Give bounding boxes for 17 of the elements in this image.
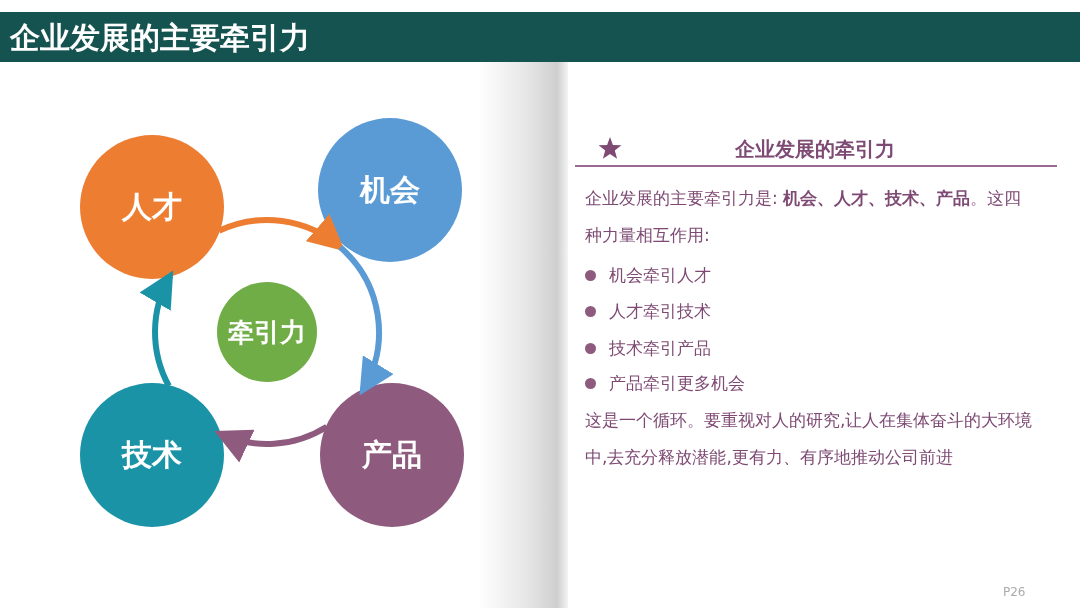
bullet-item: 机会牵引人才 bbox=[583, 263, 711, 287]
bullet-item: 产品牵引更多机会 bbox=[583, 371, 745, 395]
curved-arrow bbox=[140, 270, 173, 388]
circle-node: 机会 bbox=[318, 118, 462, 262]
curved-arrow bbox=[214, 424, 329, 462]
bullet-item: 人才牵引技术 bbox=[583, 299, 711, 323]
section-heading: 企业发展的牵引力 bbox=[735, 136, 895, 163]
circle-node: 产品 bbox=[320, 383, 464, 527]
paragraph: 企业发展的主要牵引力是: 机会、人才、技术、产品。这四种力量相互作用: bbox=[585, 187, 1023, 247]
page-number: P26 bbox=[1003, 585, 1026, 599]
bullet-item: 技术牵引产品 bbox=[583, 336, 711, 360]
circle-node: 牵引力 bbox=[217, 282, 317, 382]
paragraph: 这是一个循环。要重视对人的研究,让人在集体奋斗的大环境中,去充分释放潜能,更有力、有序地推动公司前进 bbox=[585, 409, 1034, 469]
circle-node: 技术 bbox=[80, 383, 224, 527]
slide-title: 企业发展的主要牵引力 bbox=[10, 20, 310, 56]
circle-node: 人才 bbox=[80, 135, 224, 279]
curved-arrow bbox=[338, 245, 393, 396]
